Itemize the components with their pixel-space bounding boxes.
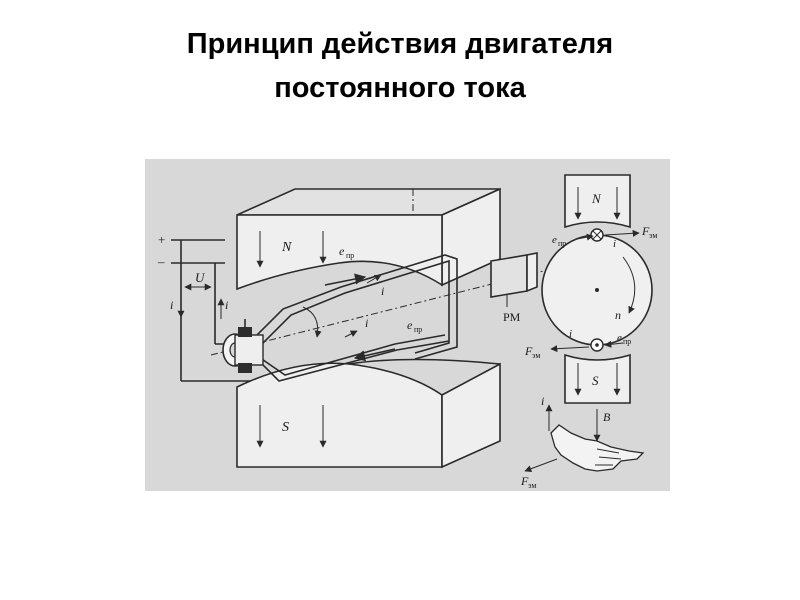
cross-south-label: S [592,373,599,388]
left-hand-icon [550,424,645,472]
left-hand-rule: i B F эм [520,394,645,490]
title-line-1: Принцип действия двигателя [186,28,614,60]
hand-current-label: i [541,394,544,408]
emf-label-bottom: e [407,318,413,332]
cross-emf-bottom-sub: пр [623,337,631,346]
cross-north-label: N [591,191,602,206]
cross-emf-top-sub: пр [558,239,566,248]
south-pole-label: S [282,420,289,435]
cross-force-bottom: F [524,344,533,358]
power-supply-terminals: + – U i i [157,232,253,382]
title-line-2: постоянного тока [274,72,526,104]
meter-label: PM [503,310,521,324]
north-pole-label: N [281,240,292,255]
induction-label: B [603,410,611,424]
cross-force-bottom-sub: эм [532,351,540,360]
cross-force-top-sub: эм [649,231,657,240]
cross-current-top: i [613,238,616,250]
current-label-left: i [170,298,173,312]
voltage-label: U [195,270,206,285]
commutator [222,319,264,373]
hand-force-label: F [520,474,529,488]
meter-pm: PM [490,252,538,324]
cross-section-view: N n e пр i F эм i e пр F эм [524,174,657,404]
current-label-top-conductor: i [381,284,384,298]
bottom-brush [238,363,252,373]
cross-current-bottom: i [569,328,572,340]
cross-force-top: F [641,224,650,238]
plus-label: + [158,232,165,247]
emf-label-top: e [339,244,345,258]
speed-label: n [615,308,621,322]
slide-title: Принцип действия двигателя постоянного т… [0,22,800,110]
cross-emf-bottom: e [617,332,622,344]
cross-emf-top: e [552,234,557,246]
dc-motor-diagram: + – U i i N [145,159,670,491]
emf-sub-bottom: пр [414,325,422,334]
south-pole: S [236,358,501,469]
minus-label: – [157,254,165,269]
emf-sub-top: пр [346,251,354,260]
top-brush [238,327,252,337]
hand-force-sub: эм [528,481,536,490]
current-label-right: i [225,298,228,312]
current-label-bottom-conductor: i [365,316,368,330]
